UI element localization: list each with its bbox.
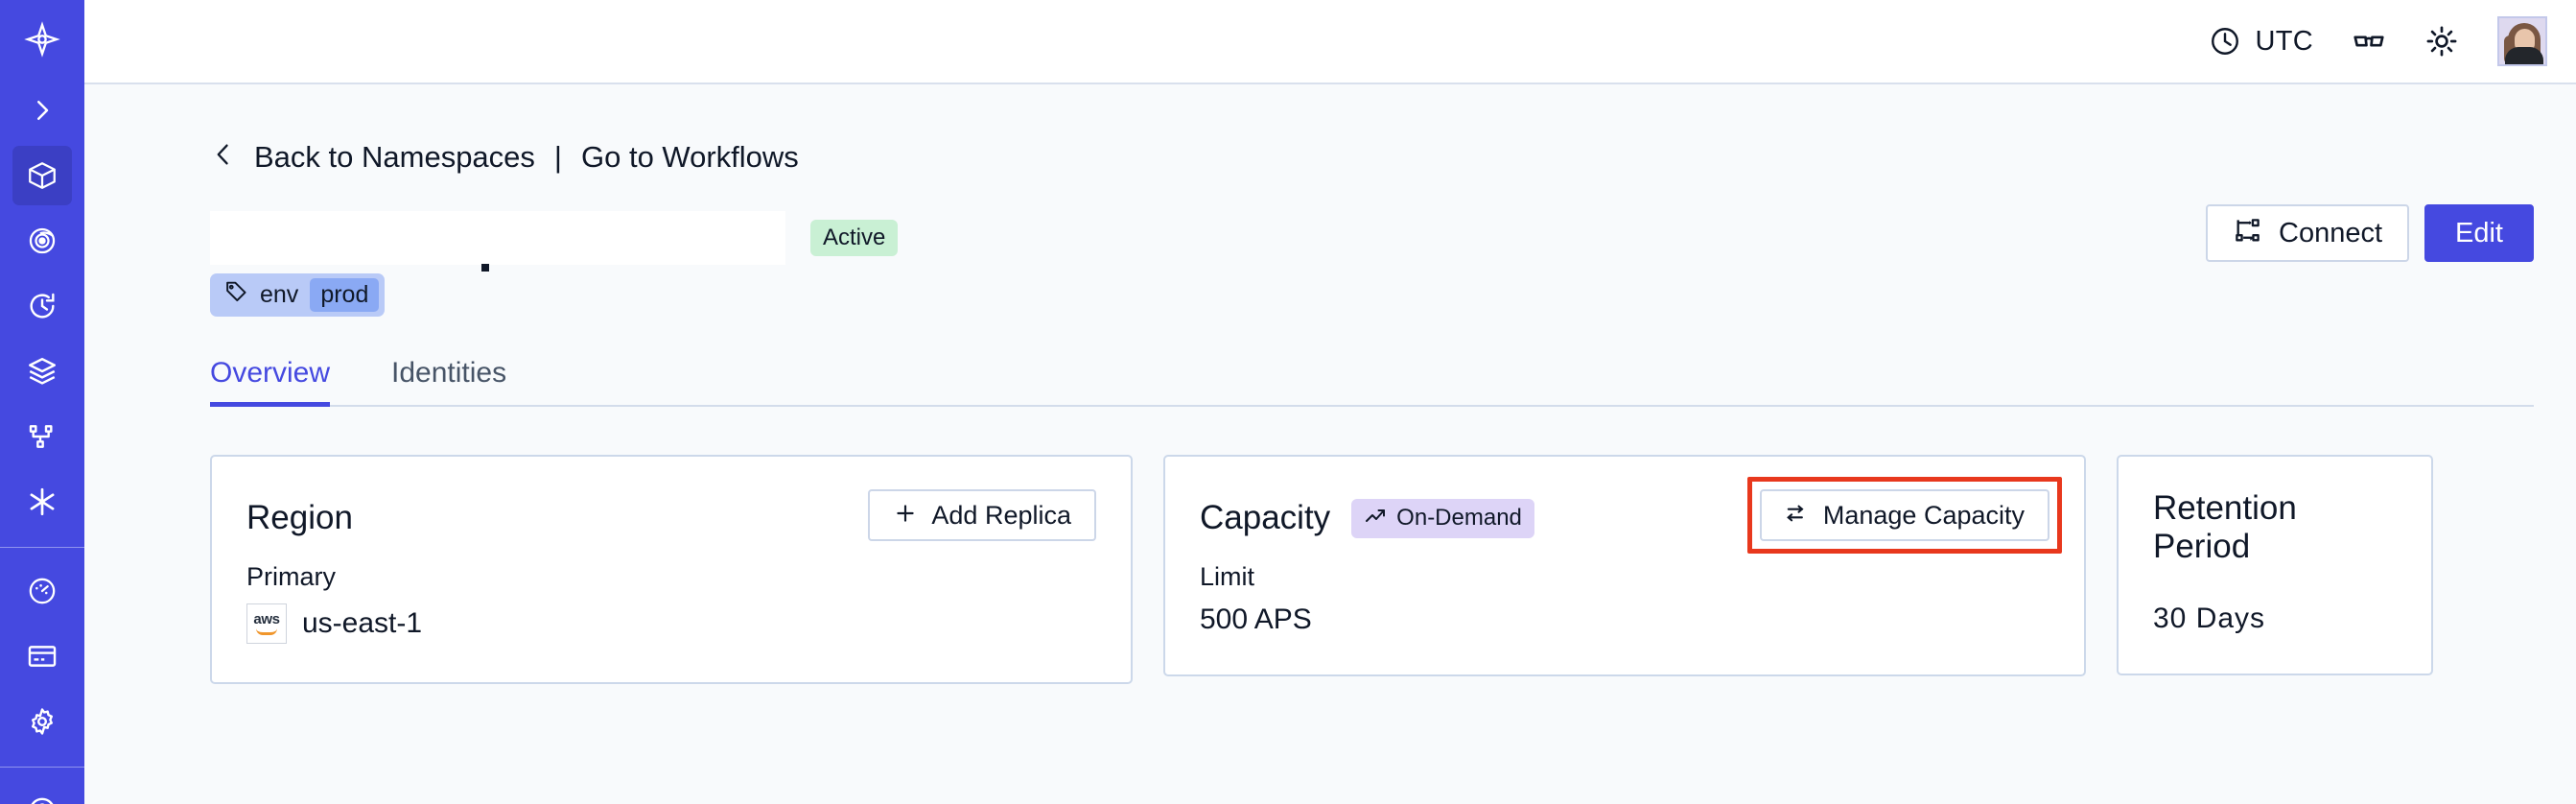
sidebar-item-observability[interactable] bbox=[12, 211, 72, 271]
connect-button-label: Connect bbox=[2279, 217, 2383, 248]
namespace-tags: env prod bbox=[210, 273, 2534, 317]
card-region-head: Region bbox=[246, 489, 1096, 547]
card-capacity-title: Capacity bbox=[1200, 499, 1331, 536]
chevron-left-icon[interactable] bbox=[210, 138, 237, 176]
trending-up-icon bbox=[1364, 505, 1387, 532]
eye-spiral-icon bbox=[26, 225, 59, 257]
history-clock-icon bbox=[26, 290, 59, 322]
card-retention-period: Retention Period 30 Days bbox=[2117, 455, 2433, 675]
namespace-tabs: Overview Identities bbox=[210, 357, 2534, 407]
sidebar-item-help[interactable] bbox=[12, 781, 72, 804]
sidebar-item-batch-operations[interactable] bbox=[12, 342, 72, 401]
capacity-mode-badge: On-Demand bbox=[1351, 498, 1534, 538]
edit-button[interactable]: Edit bbox=[2424, 204, 2534, 262]
namespace-title-row: Active bbox=[210, 204, 2534, 272]
plus-icon bbox=[893, 501, 918, 531]
capacity-mode-label: On-Demand bbox=[1396, 505, 1522, 531]
sidebar-divider-bottom bbox=[0, 767, 84, 768]
sliders-icon bbox=[1785, 501, 1810, 531]
tag-value: prod bbox=[310, 278, 380, 312]
sidebar-item-usage[interactable] bbox=[12, 561, 72, 621]
breadcrumb-go-to-workflows[interactable]: Go to Workflows bbox=[580, 139, 799, 174]
aws-logo-text: aws bbox=[253, 611, 280, 627]
cube-icon bbox=[26, 159, 59, 192]
tag-key: env bbox=[260, 281, 299, 308]
add-replica-label: Add Replica bbox=[931, 500, 1071, 530]
top-bar: UTC bbox=[84, 0, 2576, 84]
glasses-icon[interactable] bbox=[2352, 24, 2386, 59]
add-replica-button[interactable]: Add Replica bbox=[868, 489, 1096, 541]
chevron-right-icon bbox=[28, 96, 57, 125]
tab-overview[interactable]: Overview bbox=[210, 357, 364, 407]
temporal-logo-icon bbox=[24, 21, 60, 58]
card-retention-value: 30 Days bbox=[2153, 603, 2266, 634]
sidebar-item-settings[interactable] bbox=[12, 692, 72, 751]
manage-capacity-button[interactable]: Manage Capacity bbox=[1759, 489, 2049, 541]
top-bar-actions: UTC bbox=[2209, 16, 2547, 66]
card-capacity-action: Manage Capacity bbox=[1746, 477, 2062, 554]
breadcrumb-separator: | bbox=[553, 139, 562, 174]
clock-icon bbox=[2209, 25, 2241, 58]
sidebar-divider-top bbox=[0, 547, 84, 548]
sidebar-item-expand[interactable] bbox=[12, 81, 72, 140]
sun-icon[interactable] bbox=[2424, 24, 2459, 59]
breadcrumb: Back to Namespaces | Go to Workflows bbox=[210, 138, 2534, 176]
avatar-body bbox=[2505, 47, 2543, 64]
card-region-title: Region bbox=[246, 499, 353, 536]
connect-button[interactable]: Connect bbox=[2206, 204, 2410, 262]
manage-capacity-label: Manage Capacity bbox=[1822, 500, 2025, 530]
schedule-branch-icon bbox=[27, 421, 58, 452]
manage-capacity-wrapper: Manage Capacity bbox=[1746, 477, 2062, 554]
credit-card-icon bbox=[26, 640, 59, 673]
content-area: Back to Namespaces | Go to Workflows Act… bbox=[84, 84, 2576, 804]
help-circle-icon bbox=[26, 794, 59, 804]
card-retention-title: Retention Period bbox=[2153, 489, 2297, 565]
asterisk-icon bbox=[25, 485, 59, 519]
sidebar-item-history[interactable] bbox=[12, 276, 72, 336]
main-region: UTC bbox=[84, 0, 2576, 804]
card-retention-head: Retention Period bbox=[2153, 489, 2397, 566]
tag-chip-env[interactable]: env prod bbox=[210, 273, 386, 317]
sidebar-item-namespaces[interactable] bbox=[12, 146, 72, 205]
layers-icon bbox=[26, 355, 59, 388]
avatar[interactable] bbox=[2497, 16, 2547, 66]
connect-flow-icon bbox=[2233, 216, 2262, 251]
card-capacity-head: Capacity On-Demand bbox=[1200, 489, 2049, 547]
aws-logo-smile bbox=[256, 628, 277, 635]
avatar-face bbox=[2515, 29, 2535, 53]
card-capacity-value: 500 APS bbox=[1200, 603, 1312, 635]
aws-logo-icon: aws bbox=[246, 603, 287, 644]
left-sidebar bbox=[0, 0, 84, 804]
tab-identities[interactable]: Identities bbox=[391, 357, 507, 389]
sidebar-item-billing[interactable] bbox=[12, 627, 72, 686]
namespace-name-dot bbox=[481, 264, 489, 272]
sidebar-item-schedules[interactable] bbox=[12, 407, 72, 466]
card-capacity: Capacity On-Demand bbox=[1163, 455, 2086, 676]
breadcrumb-back-to-namespaces[interactable]: Back to Namespaces bbox=[254, 139, 535, 174]
sidebar-item-temporal-logo[interactable] bbox=[12, 10, 72, 69]
edit-button-label: Edit bbox=[2455, 217, 2503, 248]
tag-icon bbox=[223, 279, 248, 311]
card-region-value-row: aws us-east-1 bbox=[246, 603, 1096, 644]
namespace-name-redacted bbox=[210, 211, 785, 265]
status-badge: Active bbox=[810, 220, 899, 256]
gear-icon bbox=[26, 705, 59, 738]
content-inner: Back to Namespaces | Go to Workflows Act… bbox=[84, 138, 2576, 684]
sidebar-item-nexus[interactable] bbox=[12, 472, 72, 532]
overview-cards: Region Add Replica bbox=[210, 455, 2534, 684]
card-region-action: Add Replica bbox=[868, 489, 1096, 541]
card-region: Region Add Replica bbox=[210, 455, 1133, 684]
timezone-label: UTC bbox=[2255, 25, 2313, 57]
gauge-icon bbox=[26, 575, 59, 607]
namespace-actions: Connect Edit bbox=[2206, 204, 2534, 262]
card-region-label: Primary bbox=[246, 562, 336, 591]
timezone-selector[interactable]: UTC bbox=[2209, 25, 2313, 58]
card-capacity-label: Limit bbox=[1200, 562, 1255, 591]
card-region-value: us-east-1 bbox=[302, 607, 423, 639]
